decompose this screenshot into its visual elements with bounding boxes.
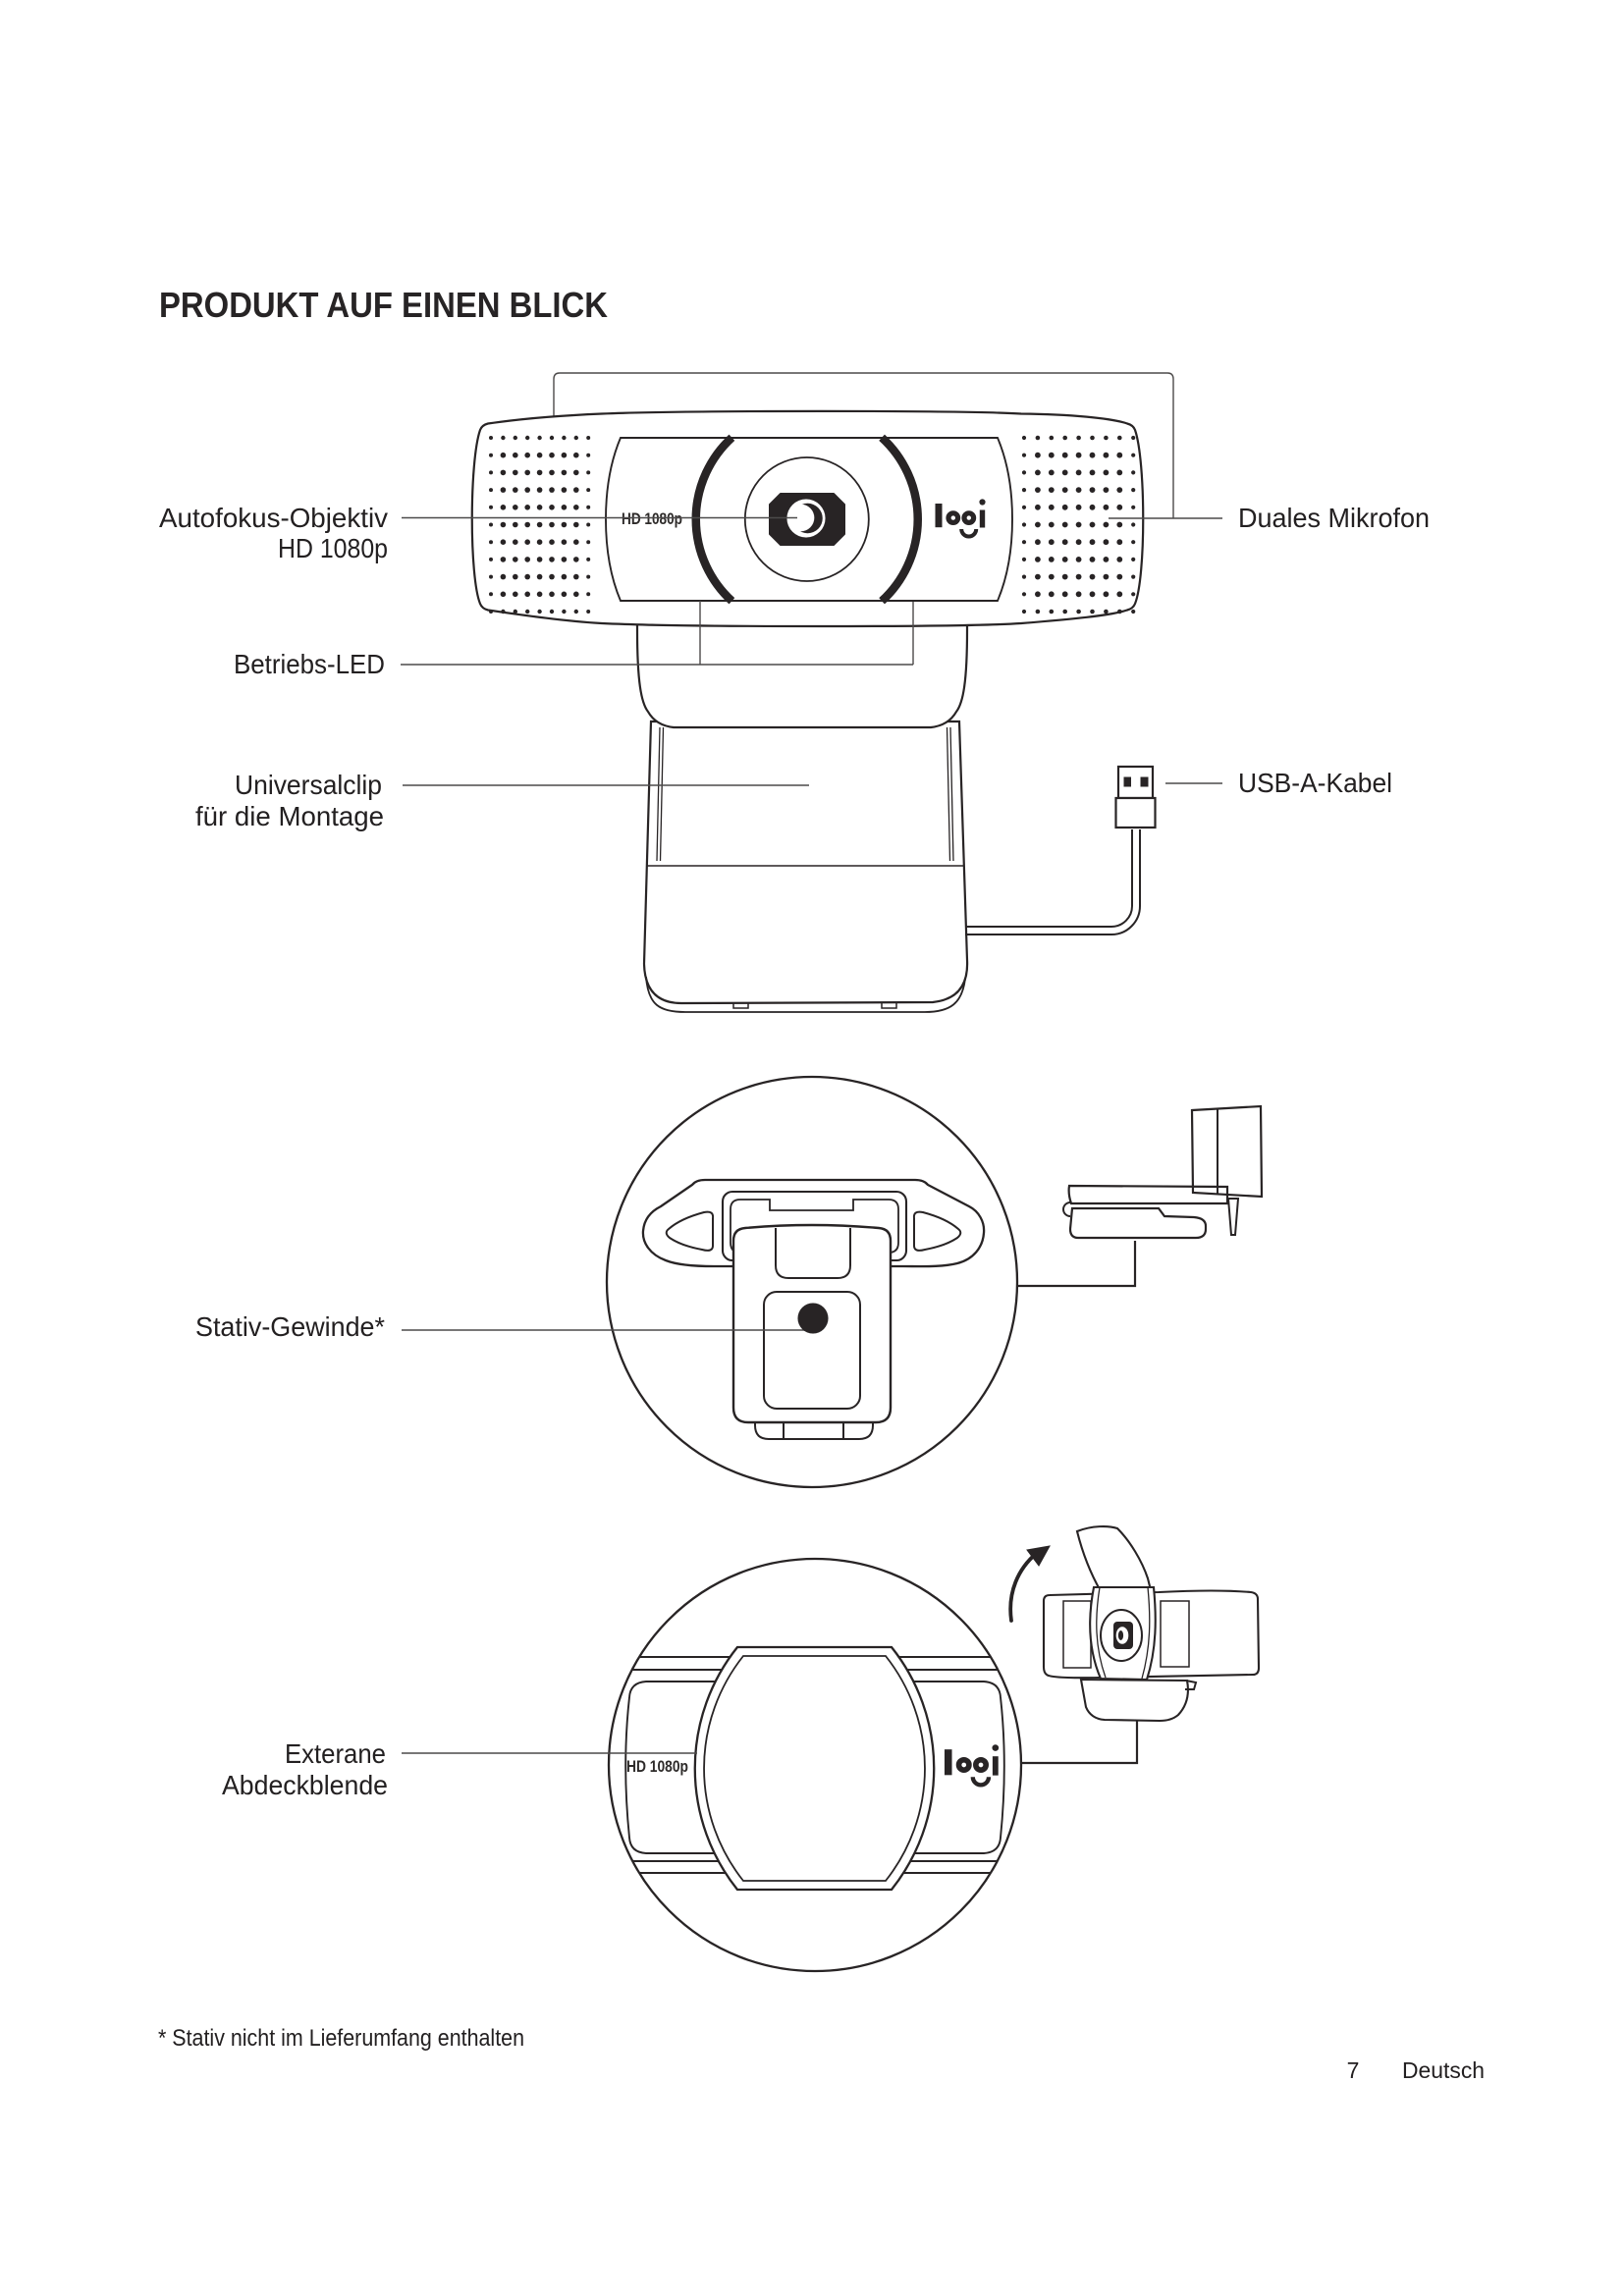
svg-text:Autofokus-Objektiv: Autofokus-Objektiv xyxy=(159,503,388,533)
svg-text:HD 1080p: HD 1080p xyxy=(626,1757,688,1776)
svg-text:* Stativ nicht im Lieferumfang: * Stativ nicht im Lieferumfang enthalten xyxy=(158,2025,524,2052)
svg-text:Deutsch: Deutsch xyxy=(1402,2057,1485,2083)
svg-text:7: 7 xyxy=(1347,2057,1360,2083)
svg-text:Stativ-Gewinde*: Stativ-Gewinde* xyxy=(195,1311,385,1342)
svg-text:für die Montage: für die Montage xyxy=(195,801,384,831)
svg-text:USB-A-Kabel: USB-A-Kabel xyxy=(1238,768,1392,798)
svg-text:Exterane: Exterane xyxy=(285,1738,386,1769)
svg-text:HD 1080p: HD 1080p xyxy=(278,533,388,563)
svg-text:Duales Mikrofon: Duales Mikrofon xyxy=(1238,503,1430,533)
svg-text:HD 1080p: HD 1080p xyxy=(622,509,682,528)
svg-text:Abdeckblende: Abdeckblende xyxy=(222,1770,388,1800)
svg-text:Betriebs-LED: Betriebs-LED xyxy=(234,649,385,679)
svg-text:Universalclip: Universalclip xyxy=(235,770,382,800)
svg-text:PRODUKT AUF EINEN BLICK: PRODUKT AUF EINEN BLICK xyxy=(159,285,608,325)
